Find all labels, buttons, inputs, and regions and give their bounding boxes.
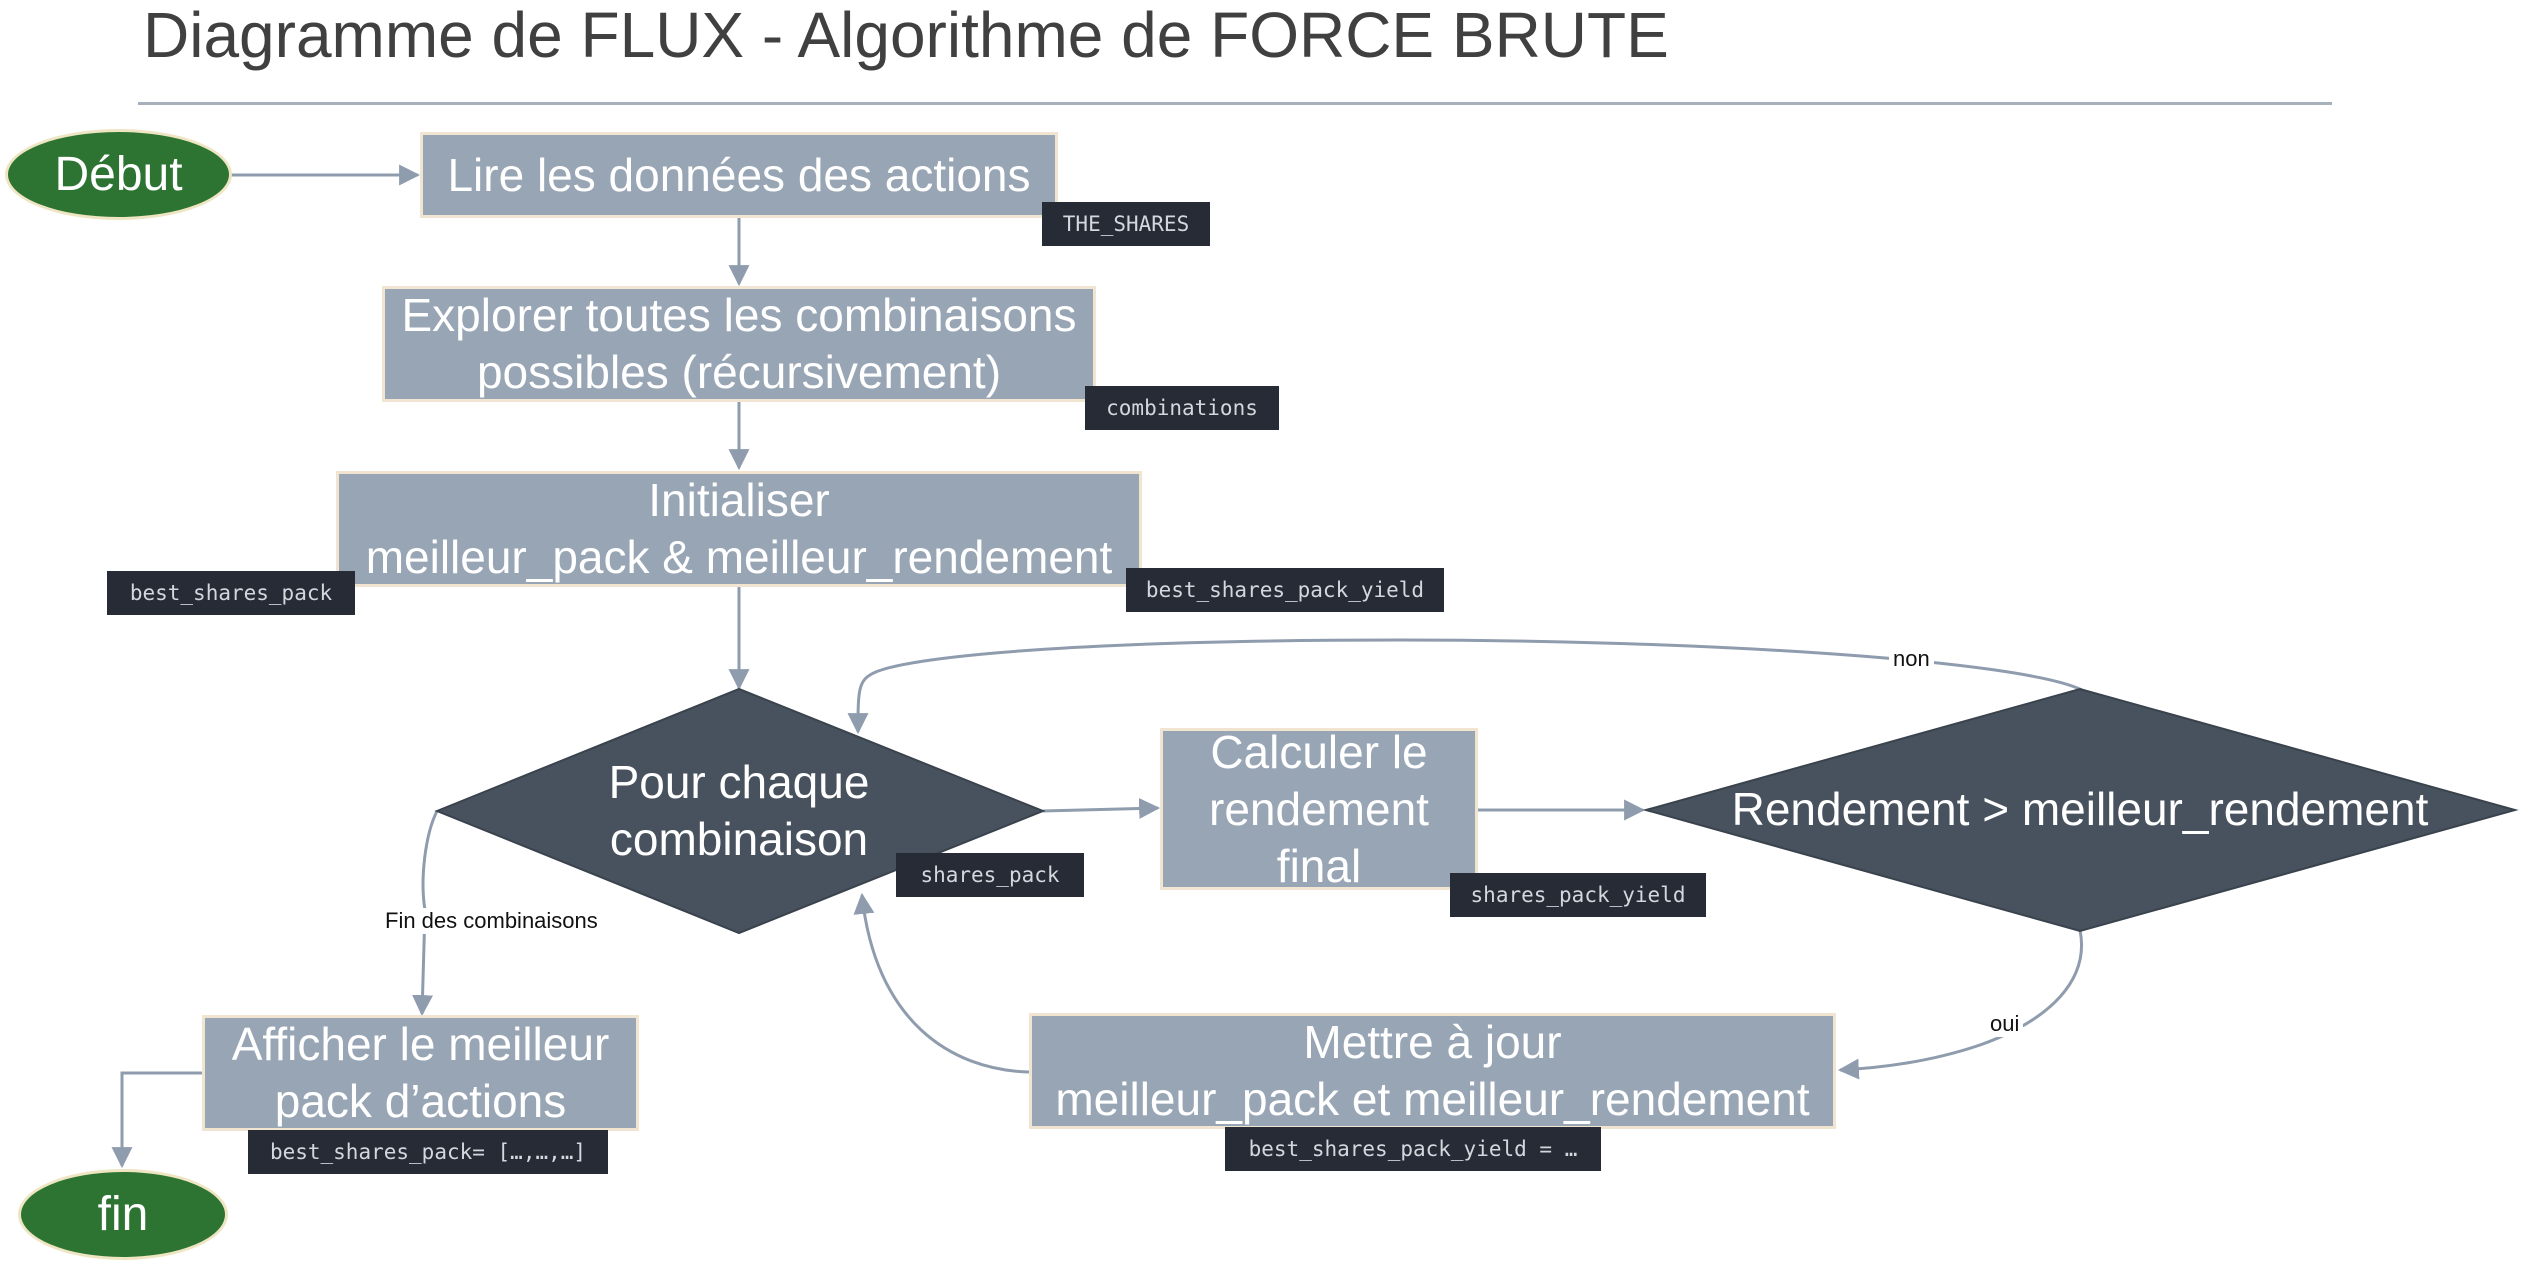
- edge-loop-to-display: [412, 810, 439, 1017]
- initialize-best-box: Initialiser meilleur_pack & meilleur_ren…: [336, 471, 1142, 587]
- edge-update-to-loop: [853, 892, 1030, 1074]
- tag-combinations: combinations: [1085, 386, 1279, 430]
- tag-the-shares: THE_SHARES: [1042, 202, 1210, 246]
- compare-decision-shape: [1642, 687, 2519, 933]
- edge-label-oui: oui: [1986, 1011, 2024, 1037]
- end-node: fin: [18, 1169, 228, 1260]
- compare-decision-label: Rendement > meilleur_rendement: [1731, 783, 2429, 835]
- tag-best-pack-result: best_shares_pack= […,…,…]: [248, 1130, 608, 1174]
- loop-decision-label: Pour chaque combinaison: [608, 756, 870, 865]
- update-best-box: Mettre à jour meilleur_pack et meilleur_…: [1029, 1013, 1836, 1129]
- start-node: Début: [5, 129, 232, 220]
- tag-best-shares-pack-yield: best_shares_pack_yield: [1126, 568, 1444, 612]
- title-divider: [138, 102, 2332, 105]
- edge-label-end-of-combinations: Fin des combinaisons: [381, 908, 602, 934]
- compute-yield-box: Calculer le rendement final: [1160, 726, 1478, 892]
- edge-compare-yes: [1837, 929, 2083, 1080]
- tag-best-yield-result: best_shares_pack_yield = …: [1225, 1127, 1601, 1171]
- loop-decision-shape: [434, 687, 1046, 935]
- tag-shares-pack-yield: shares_pack_yield: [1450, 873, 1706, 917]
- edge-loop-to-compute: [1042, 797, 1161, 819]
- edge-display-to-end: [111, 1071, 202, 1169]
- page-title: Diagramme de FLUX - Algorithme de FORCE …: [143, 0, 1669, 71]
- read-shares-box: Lire les données des actions: [420, 132, 1058, 218]
- tag-shares-pack: shares_pack: [896, 853, 1084, 897]
- tag-best-shares-pack: best_shares_pack: [107, 571, 355, 615]
- edge-label-non: non: [1889, 646, 1934, 672]
- explore-combinations-box: Explorer toutes les combinaisons possibl…: [382, 286, 1096, 402]
- display-best-box: Afficher le meilleur pack d’actions: [202, 1015, 639, 1131]
